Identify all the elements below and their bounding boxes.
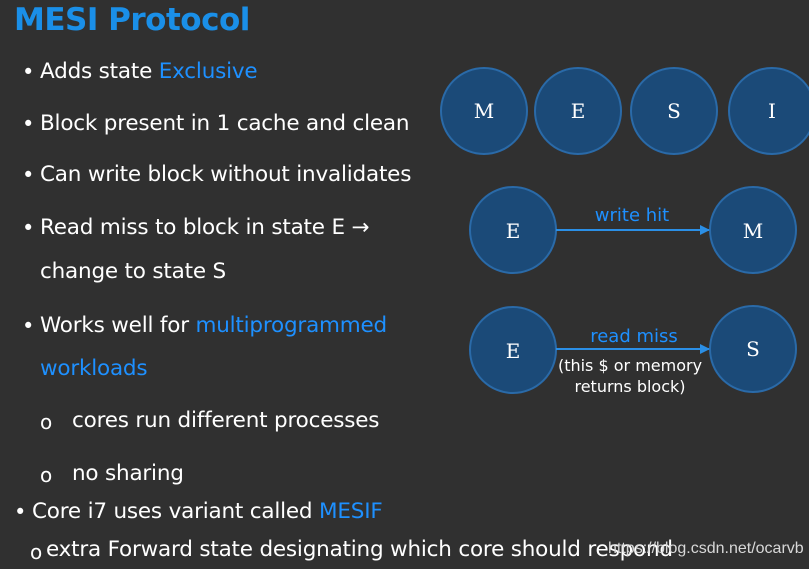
watermark: https://blog.csdn.net/ocarvb	[608, 540, 804, 557]
transition-label: write hit	[595, 205, 669, 226]
state-node-e	[534, 67, 622, 155]
bullet-core-i7: Core i7 uses variant called MESIF	[32, 499, 383, 524]
sub-bullet-marker: o	[40, 410, 53, 434]
transition-write-hit: E M write hit	[469, 186, 797, 274]
state-node-s	[630, 67, 718, 155]
state-label-i: I	[768, 99, 776, 123]
transition-source-label: E	[506, 339, 521, 363]
transition-read-miss: E S read miss (this $ or memory returns …	[469, 305, 797, 396]
state-row: M E S I	[440, 67, 809, 155]
bullet-dot: •	[22, 60, 35, 84]
highlight-workloads: workloads	[40, 356, 148, 381]
transition-source-label: E	[506, 219, 521, 243]
highlight-exclusive: Exclusive	[158, 59, 258, 84]
bullet-text: Adds state	[40, 59, 159, 84]
bullet-dot: •	[14, 500, 27, 524]
bullet-read-miss-line2: change to state S	[40, 259, 226, 284]
sub-no-sharing: no sharing	[72, 461, 184, 486]
sub-bullet-marker: o	[40, 463, 53, 487]
state-label-e: E	[571, 99, 586, 123]
bullet-dot: •	[22, 216, 35, 240]
bullet-text: Core i7 uses variant called	[32, 499, 320, 524]
sub-forward-state: extra Forward state designating which co…	[46, 537, 673, 562]
bullet-works-well: Works well for multiprogrammed	[40, 313, 387, 338]
bullet-dot: •	[22, 163, 35, 187]
sub-bullet-marker: o	[30, 540, 43, 564]
state-node-i	[728, 67, 809, 155]
bullet-adds-state: Adds state Exclusive	[40, 59, 258, 84]
transition-target-node	[709, 186, 797, 274]
state-label-s: S	[667, 99, 681, 123]
state-node-m	[440, 67, 528, 155]
transition-target-label: M	[743, 219, 763, 243]
bullet-dot: •	[22, 112, 35, 136]
transition-target-node	[709, 305, 797, 393]
transition-label: read miss	[590, 326, 678, 347]
highlight-multiprogrammed: multiprogrammed	[195, 313, 388, 338]
state-label-m: M	[474, 99, 494, 123]
transition-target-label: S	[746, 337, 760, 361]
bullet-dot: •	[22, 314, 35, 338]
bullet-text: Works well for	[40, 313, 196, 338]
bullet-read-miss-line1: Read miss to block in state E →	[40, 215, 370, 240]
transition-note-line1: (this $ or memory	[558, 356, 702, 375]
sub-cores-different: cores run different processes	[72, 408, 380, 433]
highlight-mesif: MESIF	[319, 499, 383, 524]
transition-note-line2: returns block)	[574, 377, 685, 396]
bullet-can-write: Can write block without invalidates	[40, 162, 412, 187]
slide-title: MESI Protocol	[14, 2, 250, 38]
bullet-block-present: Block present in 1 cache and clean	[40, 111, 410, 136]
